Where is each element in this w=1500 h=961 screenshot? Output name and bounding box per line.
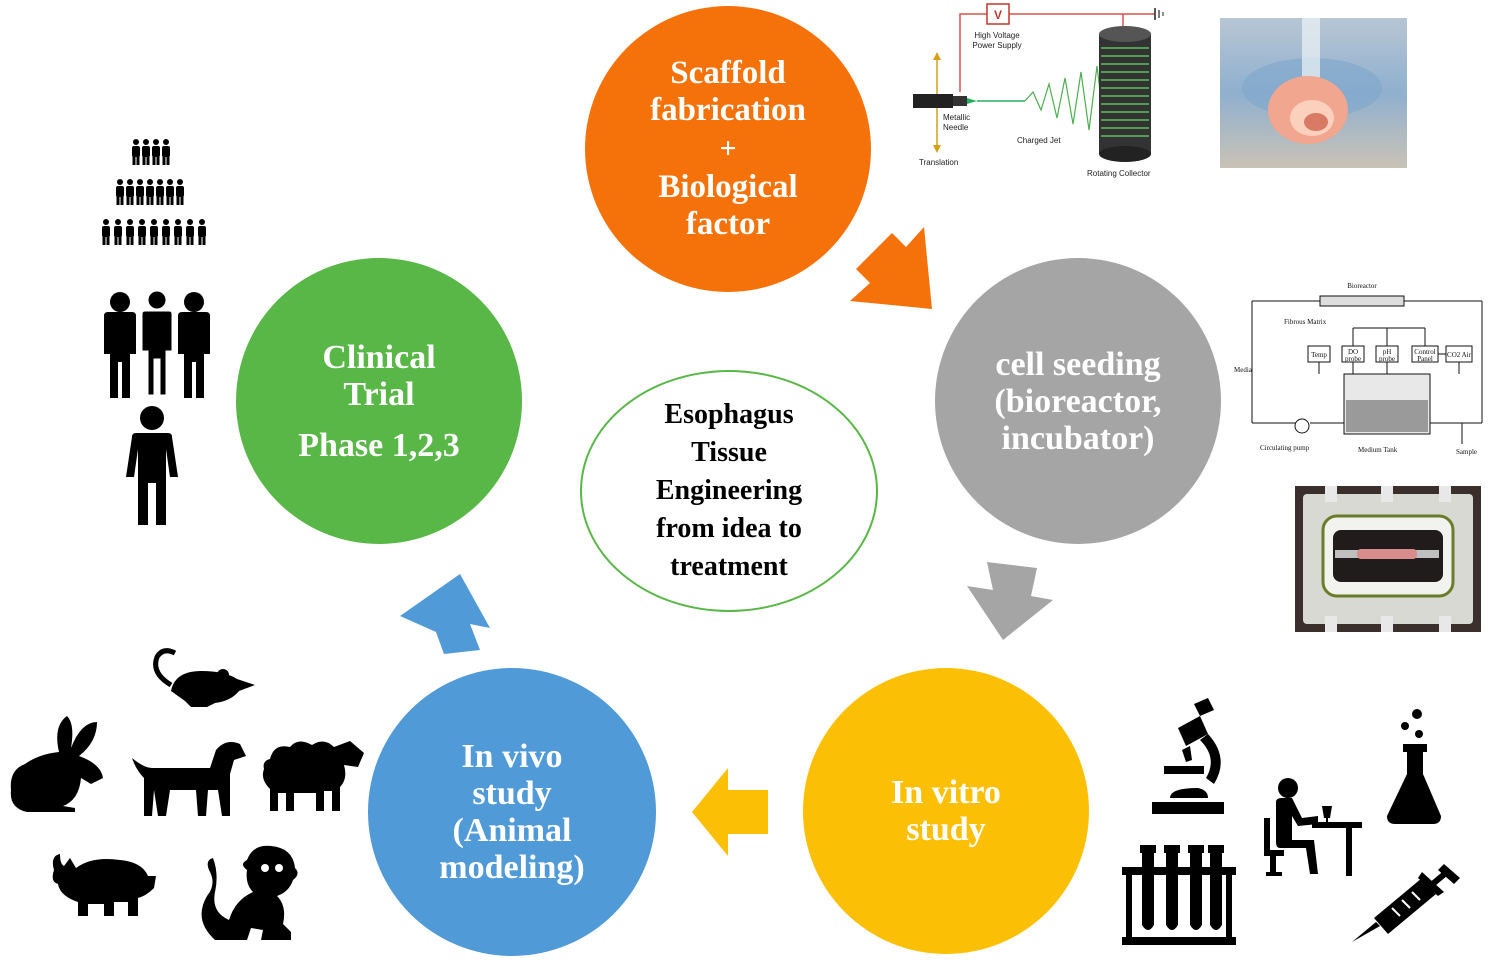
single-person-icon [126, 406, 178, 525]
co2-label: CO2 Air [1447, 351, 1472, 359]
center-line1: Esophagus [664, 399, 794, 430]
center-line3: Engineering [655, 475, 803, 506]
needle-label2: Needle [943, 123, 969, 132]
electrospinning-schematic: V High Voltage Power Supply Metallic Nee… [913, 3, 1164, 178]
cell-line2: (bioreactor, [994, 382, 1162, 420]
pump-label: Circulating pump [1260, 444, 1310, 452]
media-label: Media [1234, 366, 1253, 374]
stage-clinical-trial: Clinical Trial Phase 1,2,3 [236, 258, 522, 544]
power-supply-label1: High Voltage [974, 31, 1020, 40]
charged-jet [1024, 65, 1102, 131]
vivo-line4: modeling) [439, 849, 585, 886]
vitro-line1: In vitro [891, 774, 1001, 811]
vitro-line2: study [906, 811, 986, 848]
population-crowd-icon [102, 139, 206, 245]
scaffold-line3: Biological [658, 169, 798, 205]
matrix-label: Fibrous Matrix [1284, 318, 1327, 326]
group-people-icon [104, 290, 210, 398]
temp-label: Temp [1311, 351, 1327, 359]
do-label2: probe [1345, 355, 1361, 363]
arrow-vivo-to-clinical [400, 574, 490, 654]
flask-icon [1387, 709, 1441, 824]
translation-label: Translation [919, 158, 958, 167]
stage-scaffold-fabrication: Scaffold fabrication + Biological factor [585, 6, 871, 292]
circulating-pump [1294, 418, 1310, 434]
sheep-icon [262, 741, 364, 811]
rabbit-icon [10, 716, 103, 812]
rat-icon [153, 648, 255, 707]
arrow-scaffold-to-cell [850, 227, 932, 309]
vivo-line3: (Animal [452, 812, 572, 849]
researcher-desk-icon [1264, 778, 1362, 876]
microscope-icon [1152, 698, 1224, 814]
do-label1: DO [1348, 348, 1358, 356]
scaffold-tube-photo [1220, 18, 1407, 168]
monkey-icon [201, 845, 298, 940]
scaffold-line2: fabrication [650, 92, 806, 128]
center-line4: from idea to [656, 513, 802, 544]
scaffold-plus: + [719, 132, 737, 165]
center-line5: treatment [670, 551, 788, 582]
bioreactor-title: Bioreactor [1347, 282, 1377, 290]
bioreactor-photo [1295, 486, 1481, 632]
vivo-line2: study [472, 775, 552, 812]
pig-icon [52, 854, 156, 916]
center-title: Esophagus Tissue Engineering from idea t… [580, 370, 878, 612]
dog-icon [132, 742, 246, 816]
power-supply-label2: Power Supply [972, 41, 1021, 50]
stage-cell-seeding: cell seeding (bioreactor, incubator) [935, 258, 1221, 544]
control-label1: Control [1414, 348, 1435, 356]
clinical-line1: Clinical [322, 338, 436, 376]
collector-label: Rotating Collector [1087, 169, 1151, 178]
bioreactor-schematic: Bioreactor Fibrous Matrix Media Temp DO … [1234, 282, 1483, 456]
center-line2: Tissue [691, 437, 767, 468]
voltage-box [986, 3, 1010, 25]
stage-in-vivo: In vivo study (Animal modeling) [368, 668, 656, 956]
voltage-symbol: V [994, 8, 1002, 22]
clinical-line3: Phase 1,2,3 [298, 426, 460, 464]
tank-label: Medium Tank [1358, 446, 1398, 454]
test-tubes-icon [1122, 845, 1236, 945]
syringe-icon [1352, 864, 1460, 942]
scaffold-line1: Scaffold [670, 55, 786, 91]
jet-label: Charged Jet [1017, 136, 1061, 145]
cell-line3: incubator) [1001, 419, 1155, 457]
control-label2: Panel [1417, 355, 1433, 363]
ph-label2: probe [1379, 355, 1395, 363]
cell-line1: cell seeding [995, 345, 1161, 383]
scaffold-line4: factor [685, 206, 771, 242]
needle-label1: Metallic [943, 113, 970, 122]
sample-label: Sample [1456, 448, 1477, 456]
ph-label1: pH [1383, 348, 1392, 356]
vivo-line1: In vivo [461, 738, 563, 775]
arrow-cell-to-vitro [967, 562, 1053, 640]
clinical-line2: Trial [343, 375, 415, 413]
fibrous-matrix [1319, 295, 1405, 307]
arrow-vitro-to-vivo [692, 768, 768, 856]
stage-in-vitro: In vitro study [803, 668, 1089, 954]
